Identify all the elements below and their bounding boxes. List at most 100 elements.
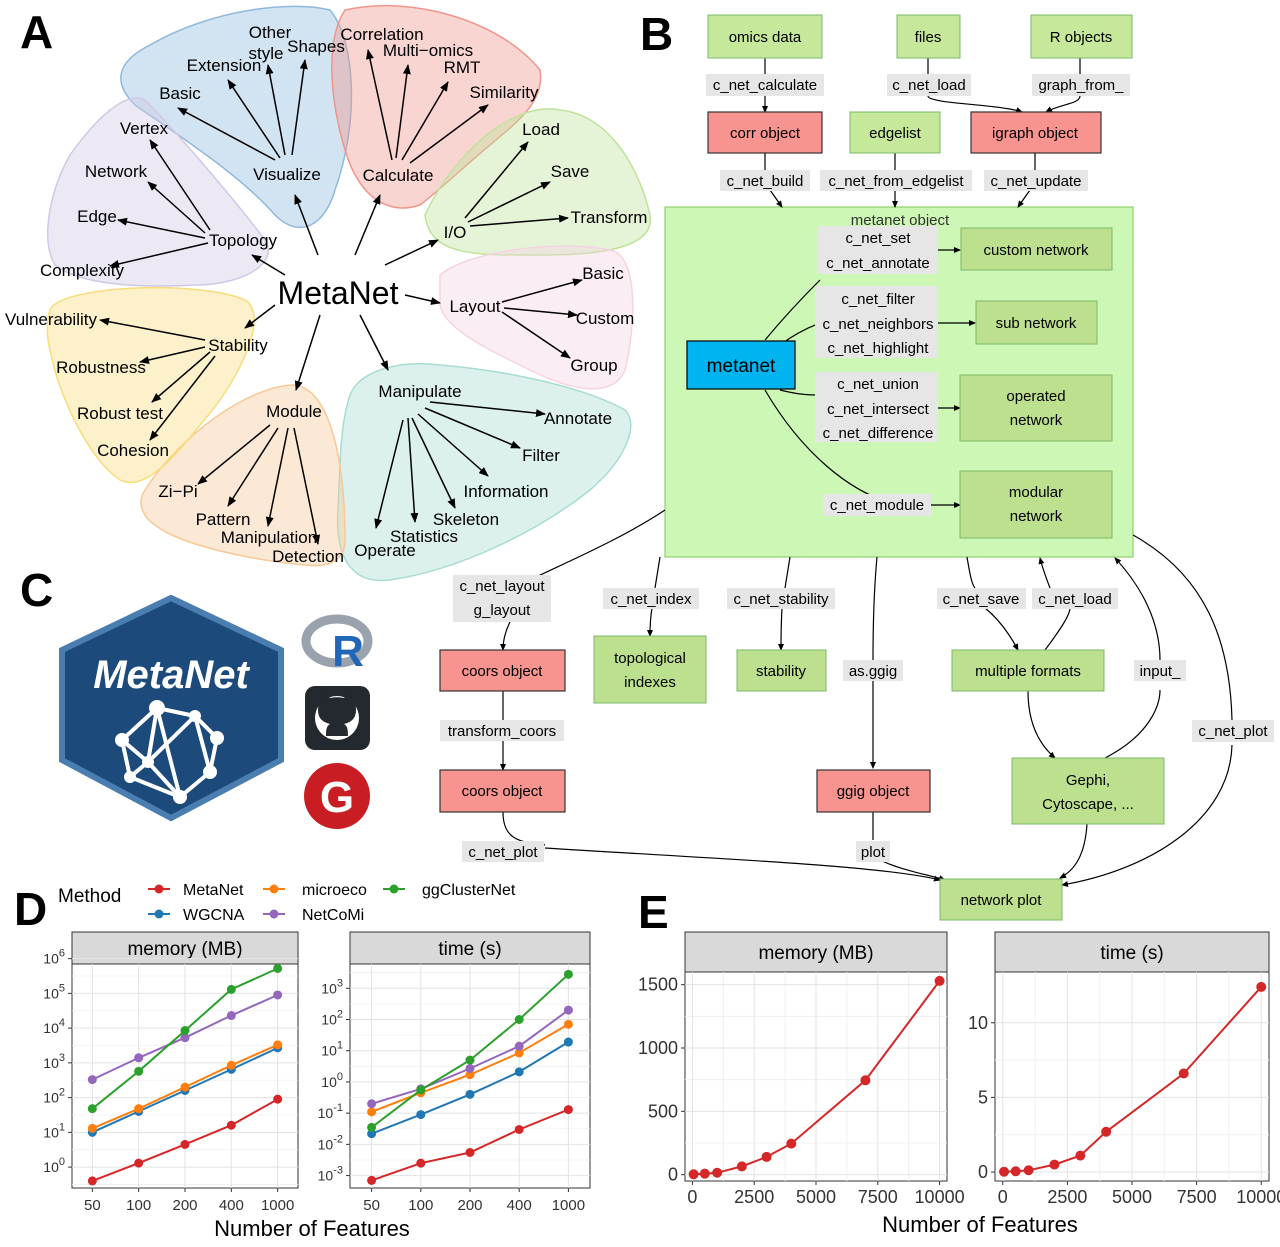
func-as-ggig-label: as.ggig: [849, 663, 897, 680]
chart-e-time: time (s)0510025005000750010000: [968, 931, 1280, 1207]
blob-calculate: [331, 4, 542, 209]
box-coors-object-2-label: coors object: [462, 783, 544, 800]
metanet-hex-logo: [59, 594, 284, 822]
x-tick-label: 400: [219, 1197, 244, 1214]
x-tick-label: 2500: [734, 1187, 774, 1207]
box-custom-network[interactable]: [960, 227, 1113, 271]
data-point-netcomi: [367, 1099, 377, 1109]
item-visualize-shapes: Shapes: [287, 37, 345, 56]
item-layout-group: Group: [570, 356, 617, 375]
func-c-net-layout: c_net_layout: [459, 578, 545, 595]
y-tick-label: 102: [321, 1009, 343, 1028]
box-coors-object-1[interactable]: [439, 649, 566, 692]
data-point-netcomi: [87, 1075, 97, 1085]
box-omics-data[interactable]: [707, 14, 823, 59]
box-topological-indexes[interactable]: [593, 635, 707, 704]
y-tick-label: 10-3: [318, 1165, 343, 1184]
x-tick-label: 1000: [552, 1197, 585, 1214]
metanet-object-label: metanet object: [851, 212, 950, 229]
item-module-manipulation: Manipulation: [221, 528, 317, 547]
func-c-net-save: [937, 588, 1026, 609]
func-c-net-plot-1-label: c_net_plot: [468, 844, 538, 861]
func-as-ggig: [843, 660, 903, 681]
gitee-icon: [304, 763, 370, 829]
legend-title: Method: [58, 886, 121, 907]
func-c-net-union: c_net_union: [837, 376, 919, 393]
func-c-net-plot-2: [1192, 720, 1274, 742]
box-metanet[interactable]: [686, 340, 796, 390]
box-coors-object-1-label: coors object: [462, 663, 544, 680]
data-point-netcomi: [563, 1005, 573, 1015]
data-point-ggclusternet: [87, 1104, 97, 1114]
func-c-net-build: [720, 170, 810, 191]
legend-item-wgcna: WGCNA: [148, 907, 245, 924]
d-xlabel: Number of Features: [214, 1216, 410, 1241]
box-edgelist[interactable]: [849, 111, 941, 154]
box-multiple-formats[interactable]: [951, 649, 1105, 692]
box-gephi[interactable]: [1011, 757, 1165, 825]
box-ggig-object-label: ggig object: [837, 783, 910, 800]
box-custom-network-label: custom network: [983, 242, 1089, 259]
box-corr-object[interactable]: [707, 111, 823, 154]
item-calculate-similarity: Similarity: [470, 83, 539, 102]
box-edgelist-label: edgelist: [869, 125, 922, 142]
legend-label-metanet: MetaNet: [183, 882, 244, 899]
y-tick-label: 106: [43, 948, 65, 967]
box-operated-network[interactable]: [959, 374, 1113, 442]
facet-strip: [349, 931, 591, 965]
func-c-net-load-bottom-label: c_net_load: [1038, 591, 1111, 608]
item-io-transform: Transform: [571, 208, 648, 227]
legend-item-ggclusternet: ggClusterNet: [383, 882, 516, 899]
func-c-net-load-top-label: c_net_load: [892, 77, 965, 94]
item-module-detection: Detection: [272, 547, 344, 566]
group-manipulate: Manipulate: [378, 382, 461, 401]
group-layout: Layout: [449, 297, 500, 316]
box-ggig-object[interactable]: [816, 769, 931, 813]
box-stability[interactable]: [736, 649, 827, 692]
box-r-objects[interactable]: [1030, 14, 1133, 59]
legend-item-metanet: MetaNet: [148, 882, 244, 899]
func-transform-coors: [440, 720, 564, 741]
panel-label-d: D: [14, 883, 47, 935]
item-calculate-correlation: Correlation: [340, 25, 423, 44]
y-tick-label: 10: [968, 1013, 988, 1033]
box-modular-network[interactable]: [959, 470, 1113, 539]
box-corr-object-label: corr object: [730, 125, 801, 142]
box-multiple-formats-label: multiple formats: [975, 663, 1081, 680]
item-manipulate-skeleton: Skeleton: [433, 510, 499, 529]
data-point-metanet: [999, 1166, 1010, 1177]
gitee-letter: G: [320, 773, 354, 822]
data-point-metanet: [563, 1105, 573, 1115]
func-stack-filter: [815, 286, 938, 358]
box-files[interactable]: [896, 14, 961, 59]
data-point-metanet: [712, 1167, 723, 1178]
group-stability: Stability: [208, 336, 268, 355]
box-network-plot[interactable]: [939, 878, 1063, 921]
data-point-metanet: [87, 1176, 97, 1186]
func-c-net-difference: c_net_difference: [823, 425, 934, 442]
x-tick-label: 200: [457, 1197, 482, 1214]
item-calculate-rmt: RMT: [444, 58, 481, 77]
func-c-net-calculate: [706, 74, 824, 96]
data-point-metanet: [688, 1169, 699, 1180]
func-c-net-update: [984, 170, 1088, 191]
func-c-net-highlight: c_net_highlight: [828, 340, 930, 357]
data-point-ggclusternet: [514, 1015, 524, 1025]
y-tick-label: 103: [321, 977, 343, 996]
box-igraph-object[interactable]: [970, 111, 1102, 154]
func-c-net-build-label: c_net_build: [727, 173, 804, 190]
box-sub-network[interactable]: [975, 300, 1098, 345]
data-point-ggclusternet: [563, 969, 573, 979]
item-stability-robust-test: Robust test: [77, 404, 163, 423]
func-c-net-from-edgelist-label: c_net_from_edgelist: [828, 173, 964, 190]
box-coors-object-2[interactable]: [439, 769, 566, 813]
legend-item-netcomi: NetCoMi: [263, 907, 364, 924]
func-c-net-neighbors: c_net_neighbors: [823, 316, 934, 333]
data-point-metanet: [736, 1161, 747, 1172]
data-point-metanet: [514, 1124, 524, 1134]
facet-title: time (s): [438, 939, 501, 960]
data-point-netcomi: [226, 1011, 236, 1021]
